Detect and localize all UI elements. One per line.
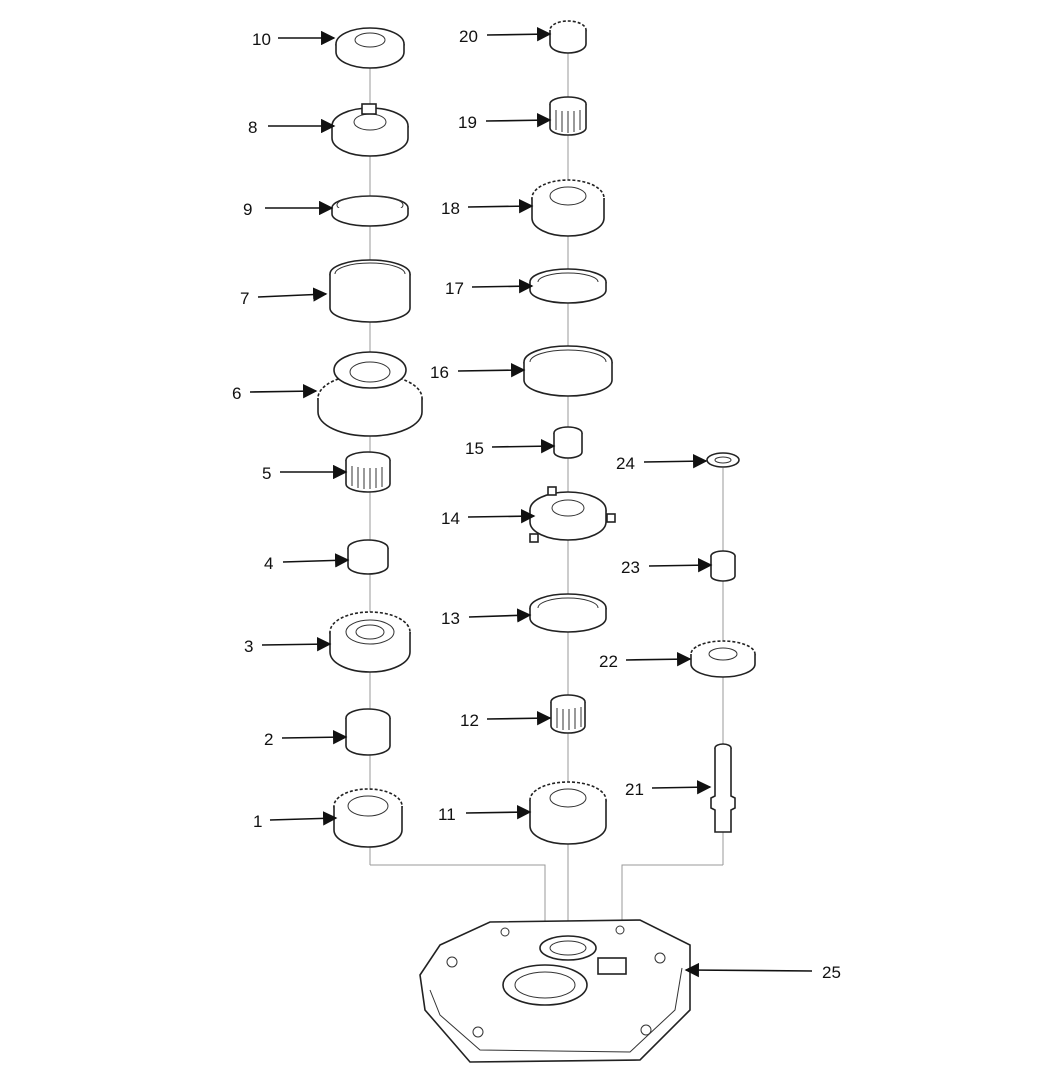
callout-24: 24 xyxy=(616,454,635,473)
part-25-transmission-case xyxy=(419,919,691,1063)
part-7-sleeve xyxy=(329,259,411,323)
callout-18: 18 xyxy=(441,199,460,218)
callout-5: 5 xyxy=(262,464,271,483)
part-12-needle-bearing xyxy=(550,694,586,734)
callout-19: 19 xyxy=(458,113,477,132)
callout-25: 25 xyxy=(822,963,841,982)
callout-9: 9 xyxy=(243,200,252,219)
callout-8: 8 xyxy=(248,118,257,137)
part-23-needle-bearing xyxy=(710,550,736,582)
callout-3: 3 xyxy=(244,637,253,656)
callout-10: 10 xyxy=(252,30,271,49)
part-18-gear xyxy=(531,179,605,237)
callout-22: 22 xyxy=(599,652,618,671)
callout-23: 23 xyxy=(621,558,640,577)
callout-6: 6 xyxy=(232,384,241,403)
part-16-sleeve xyxy=(523,345,613,397)
part-1-gear xyxy=(333,788,403,848)
leader-arrows xyxy=(249,27,813,978)
callout-1: 1 xyxy=(253,812,262,831)
part-8-hub xyxy=(331,103,409,157)
part-14-synchro-hub xyxy=(529,486,616,543)
callout-21: 21 xyxy=(625,780,644,799)
part-6-gear xyxy=(317,351,423,437)
callout-15: 15 xyxy=(465,439,484,458)
part-15-bushing xyxy=(553,426,583,459)
callout-13: 13 xyxy=(441,609,460,628)
callout-17: 17 xyxy=(445,279,464,298)
callout-2: 2 xyxy=(264,730,273,749)
callout-labels: 10 8 9 7 6 5 4 3 2 1 20 19 18 17 16 15 1… xyxy=(232,27,841,982)
part-22-gear xyxy=(690,640,756,678)
callout-11: 11 xyxy=(438,805,456,824)
part-24-washer xyxy=(706,452,740,468)
part-4-bushing xyxy=(347,539,389,575)
callout-20: 20 xyxy=(459,27,478,46)
part-21-shaft xyxy=(710,743,736,833)
part-13-synchro-ring xyxy=(529,593,607,633)
part-19-needle-bearing xyxy=(549,96,587,136)
callout-14: 14 xyxy=(441,509,460,528)
callout-16: 16 xyxy=(430,363,449,382)
part-2-bushing xyxy=(345,708,391,756)
part-20-pinion xyxy=(549,20,587,54)
part-5-needle-bearing xyxy=(345,451,391,493)
callout-7: 7 xyxy=(240,289,249,308)
part-9-ring xyxy=(331,195,409,227)
callout-4: 4 xyxy=(264,554,273,573)
part-11-gear xyxy=(529,781,607,845)
part-10-bearing-race xyxy=(335,27,405,69)
callout-12: 12 xyxy=(460,711,479,730)
part-17-synchro-ring xyxy=(529,268,607,304)
part-3-gear xyxy=(329,611,411,673)
